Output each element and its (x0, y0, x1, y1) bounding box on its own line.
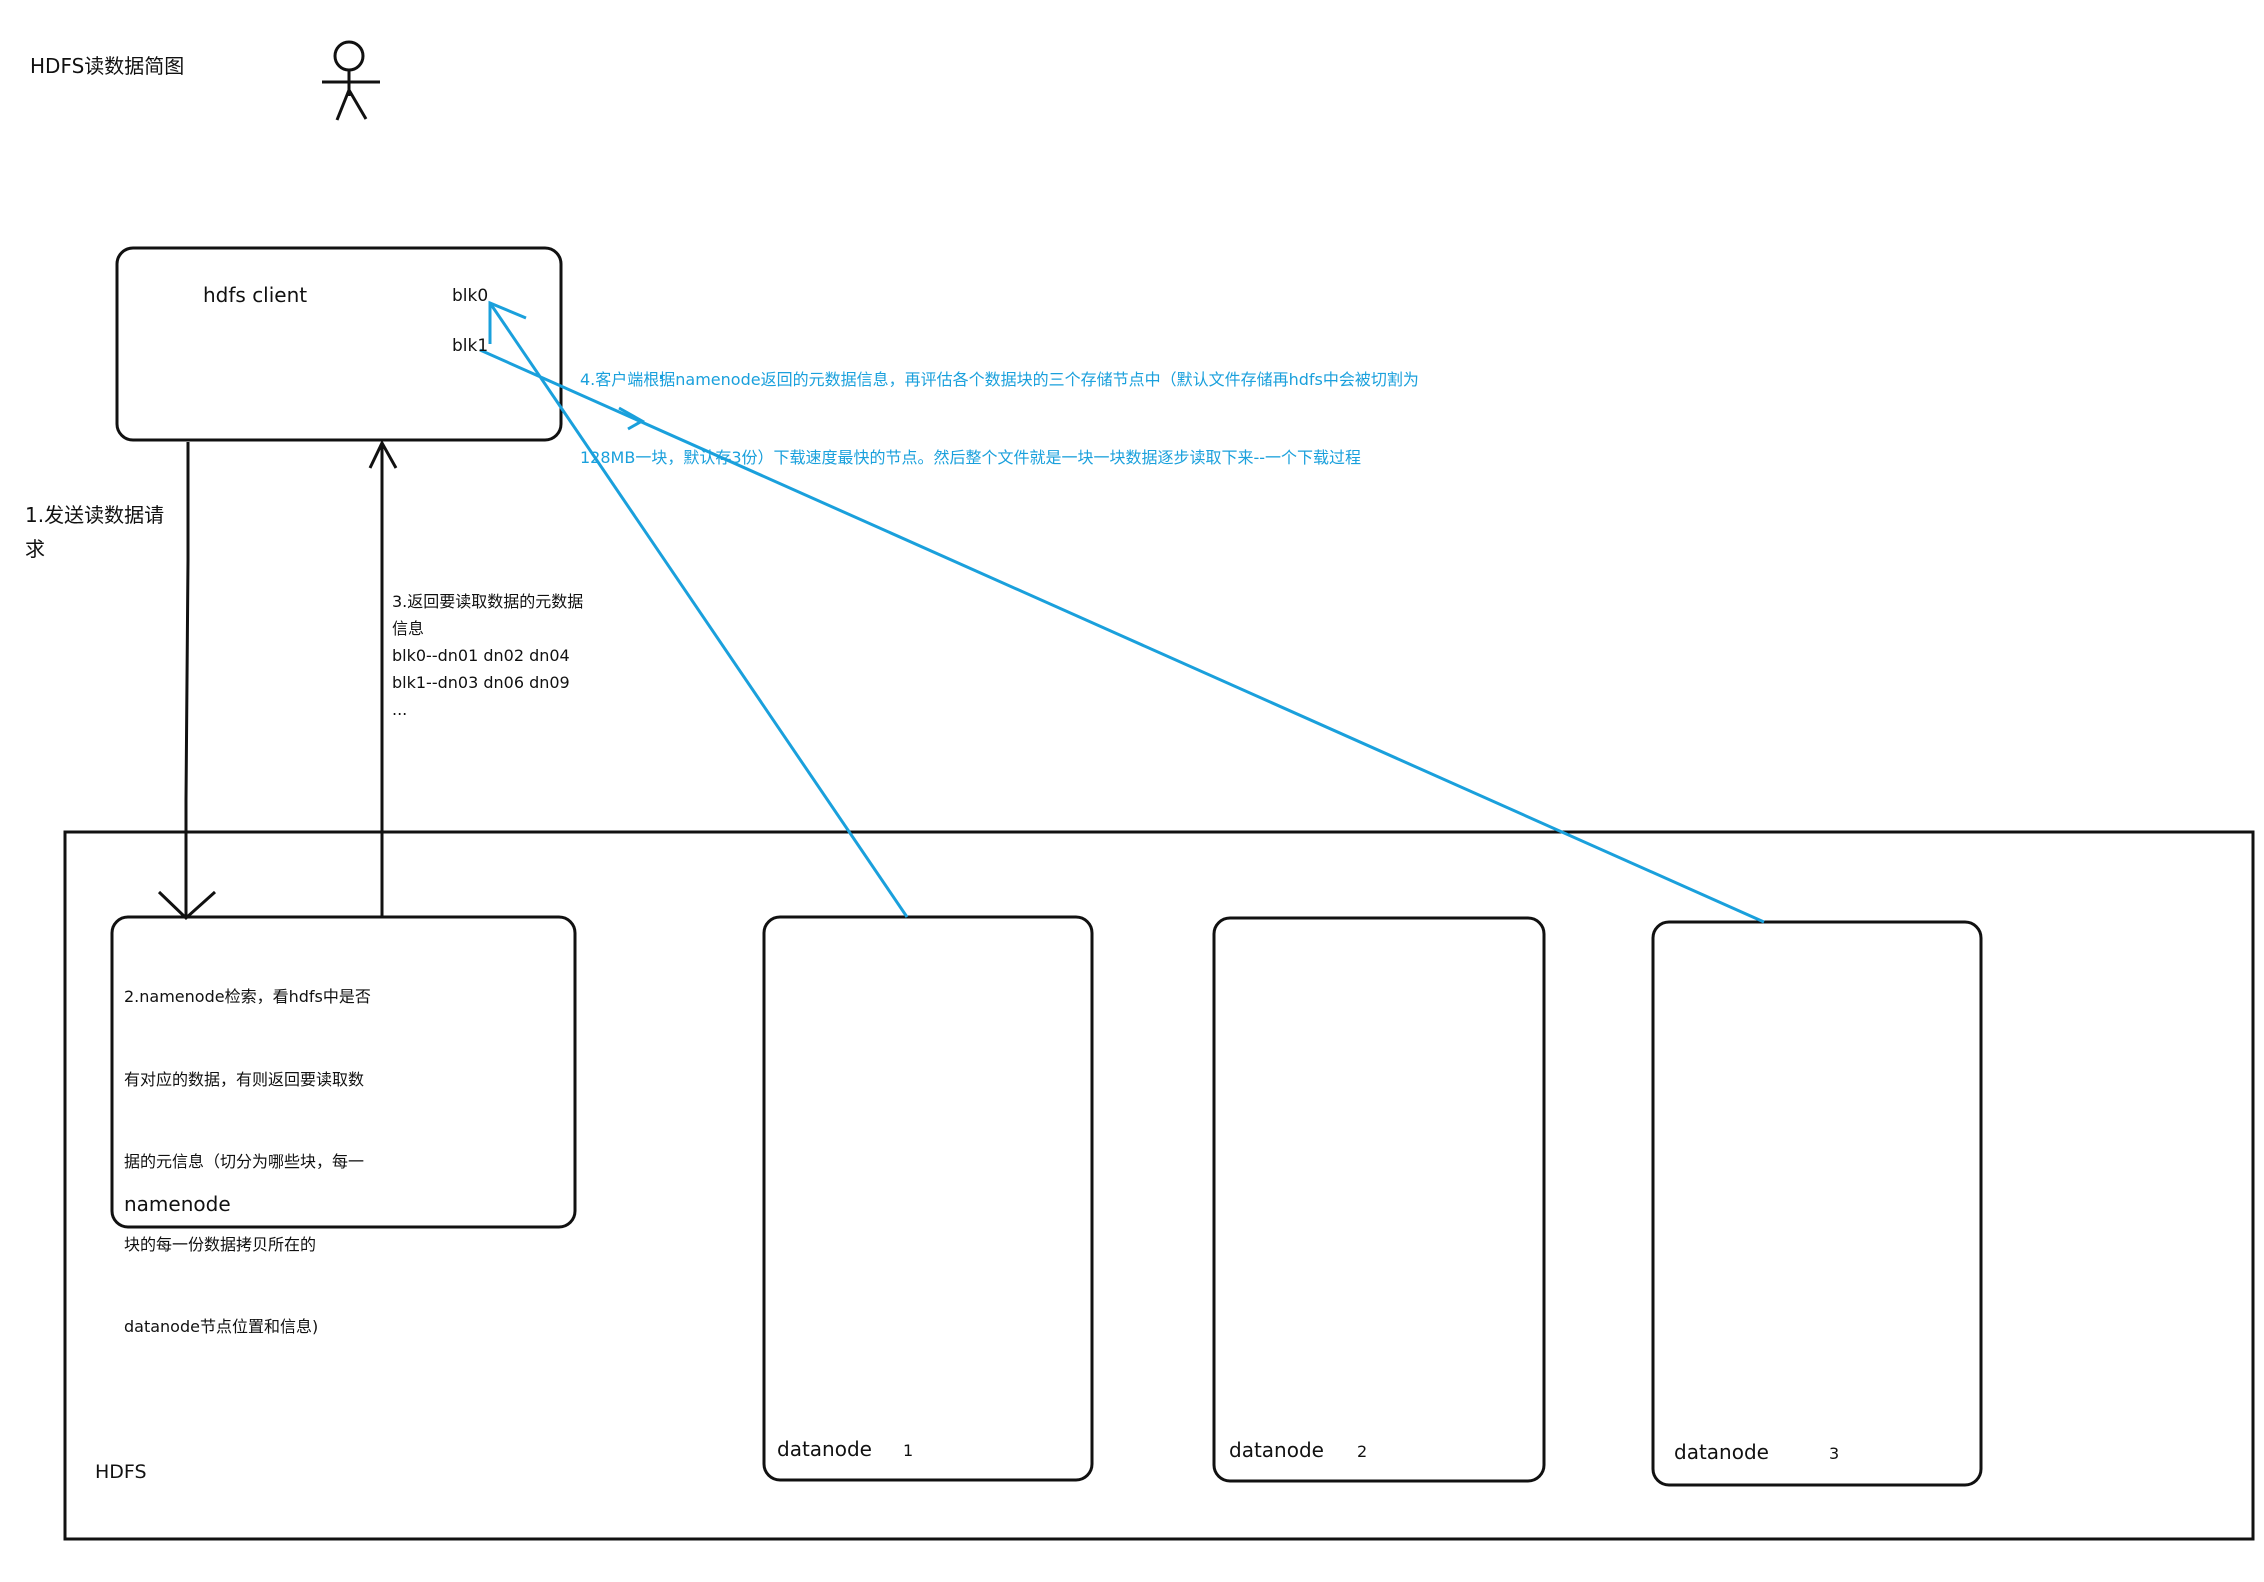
metadata-return-arrow (368, 439, 398, 916)
request-arrow (157, 442, 217, 921)
step1-line: 1.发送读数据请 (25, 503, 165, 527)
datanode-3-label: datanode (1674, 1440, 1769, 1464)
datanode-3-box (1651, 920, 1983, 1487)
block-label-blk1: blk1 (452, 336, 489, 356)
hdfs-container (63, 830, 2255, 1541)
step3-line: blk0--dn01 dn02 dn04 (392, 646, 570, 665)
hdfs-container-label: HDFS (95, 1461, 147, 1483)
user-figure-icon (322, 40, 380, 121)
step3-line: 信息 (392, 619, 425, 638)
block-label-blk0: blk0 (452, 286, 489, 306)
step4-download-note: 4.客户端根据namenode返回的元数据信息，再评估各个数据块的三个存储节点中… (580, 315, 1419, 523)
step2-line: 块的每一份数据拷贝所在的 (124, 1234, 317, 1254)
step1-request-note: 1.发送读数据请 求 (25, 498, 175, 566)
datanode-1-box (762, 915, 1094, 1482)
datanode-1-label: datanode (777, 1437, 872, 1461)
datanode-3-number: 3 (1829, 1444, 1840, 1463)
hdfs-client-label: hdfs client (203, 283, 308, 307)
step1-line: 求 (25, 537, 45, 561)
step2-namenode-note: 2.namenode检索，看hdfs中是否 有对应的数据，有则返回要读取数 据的… (124, 928, 371, 1396)
step2-line: 有对应的数据，有则返回要读取数 (124, 1069, 365, 1089)
datanode-2-box (1212, 916, 1546, 1483)
datanode-1-number: 1 (903, 1441, 914, 1460)
datanode1-to-blk0-arrow (488, 300, 909, 918)
datanode3-to-blk1-arrow (479, 348, 1765, 924)
metadata-return-arrowhead (368, 439, 398, 469)
namenode-box (110, 915, 577, 1229)
stray-dot (660, 376, 663, 379)
step2-line: 2.namenode检索，看hdfs中是否 (124, 987, 371, 1006)
hdfs-client-box (115, 246, 563, 442)
datanode-2-label: datanode (1229, 1438, 1324, 1462)
blk1-arrowhead (618, 406, 646, 431)
step2-line: 据的元信息（切分为哪些块，每一 (124, 1152, 365, 1171)
step4-line: 4.客户端根据namenode返回的元数据信息，再评估各个数据块的三个存储节点中… (580, 370, 1419, 389)
step3-line: 3.返回要读取数据的元数据 (392, 592, 584, 611)
step3-line: blk1--dn03 dn06 dn09 (392, 673, 570, 692)
blk0-arrowhead (488, 300, 527, 344)
user-right-leg (347, 89, 368, 120)
user-left-leg (335, 89, 351, 121)
diagram-title: HDFS读数据简图 (30, 54, 185, 78)
step2-line: datanode节点位置和信息) (124, 1317, 319, 1336)
user-head (333, 40, 365, 72)
step3-line: ... (392, 700, 408, 719)
datanode-2-number: 2 (1357, 1442, 1368, 1461)
namenode-label: namenode (124, 1192, 231, 1216)
request-arrowhead (157, 890, 217, 921)
step3-metadata-note: 3.返回要读取数据的元数据 信息 blk0--dn01 dn02 dn04 bl… (392, 588, 592, 723)
step4-line: 128MB一块，默认存3份）下载速度最快的节点。然后整个文件就是一块一块数据逐步… (580, 448, 1362, 467)
